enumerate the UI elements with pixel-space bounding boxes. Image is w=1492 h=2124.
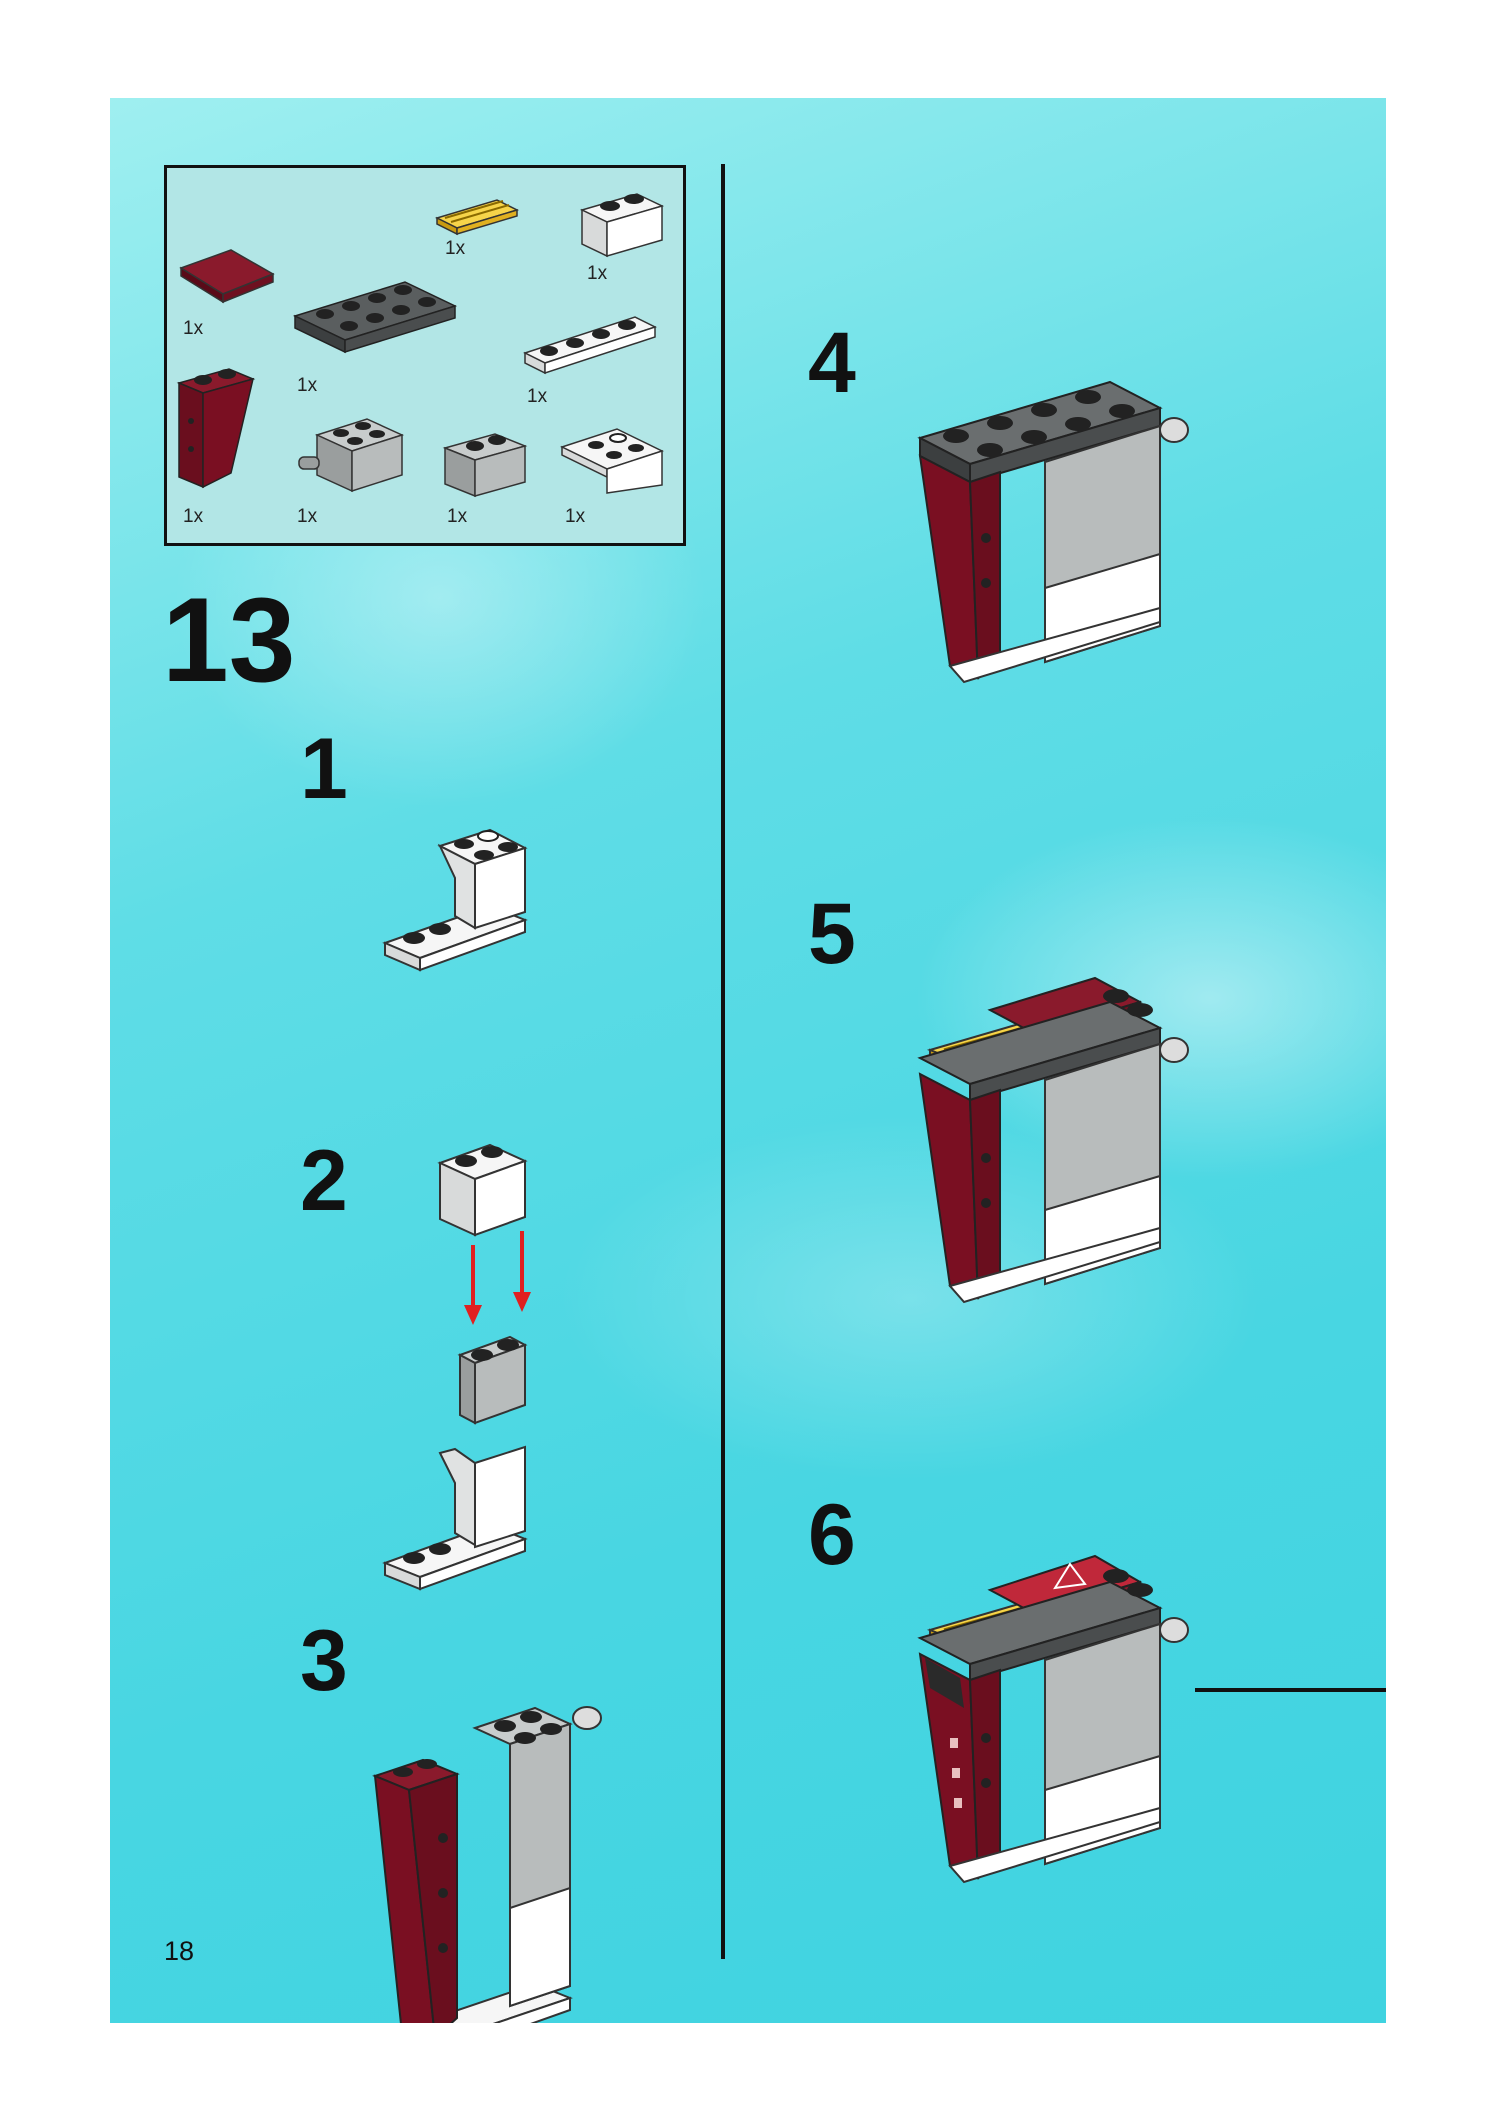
column-divider	[721, 164, 725, 1959]
substep-number: 6	[808, 1492, 856, 1578]
part-white-plate	[525, 303, 665, 378]
substep-number: 1	[300, 726, 348, 812]
qty-label: 1x	[183, 318, 203, 340]
step-6-model	[920, 1538, 1210, 1948]
part-yellow-grille-tile	[437, 190, 527, 240]
parts-list-box: 1x 1x 1x	[164, 165, 686, 546]
part-dark-red-tile	[181, 246, 281, 311]
qty-label: 1x	[527, 386, 547, 408]
qty-label: 1x	[587, 263, 607, 285]
substep-number: 5	[808, 891, 856, 977]
qty-label: 1x	[297, 375, 317, 397]
qty-label: 1x	[183, 506, 203, 528]
part-gray-brick-pin	[297, 413, 412, 498]
substep-number: 3	[300, 1618, 348, 1704]
step-3-model	[365, 1668, 635, 2023]
qty-label: 1x	[447, 506, 467, 528]
page-number: 18	[164, 1936, 194, 1967]
step-4-model	[920, 378, 1210, 708]
part-dark-gray-plate	[295, 276, 460, 361]
instruction-page: 1x 1x 1x	[110, 98, 1386, 2023]
part-white-brick	[582, 180, 667, 260]
substep-number: 4	[808, 320, 856, 406]
step-1-model	[380, 808, 580, 1008]
qty-label: 1x	[565, 506, 585, 528]
part-gray-brick	[445, 426, 530, 501]
part-dark-red-slope	[179, 363, 269, 493]
qty-label: 1x	[445, 238, 465, 260]
continuation-line	[1195, 1688, 1386, 1692]
qty-label: 1x	[297, 506, 317, 528]
step-2-model	[380, 1133, 580, 1613]
substep-number: 2	[300, 1138, 348, 1224]
part-white-bracket	[562, 423, 667, 498]
main-step-number: 13	[162, 580, 295, 700]
step-5-model	[920, 958, 1210, 1368]
